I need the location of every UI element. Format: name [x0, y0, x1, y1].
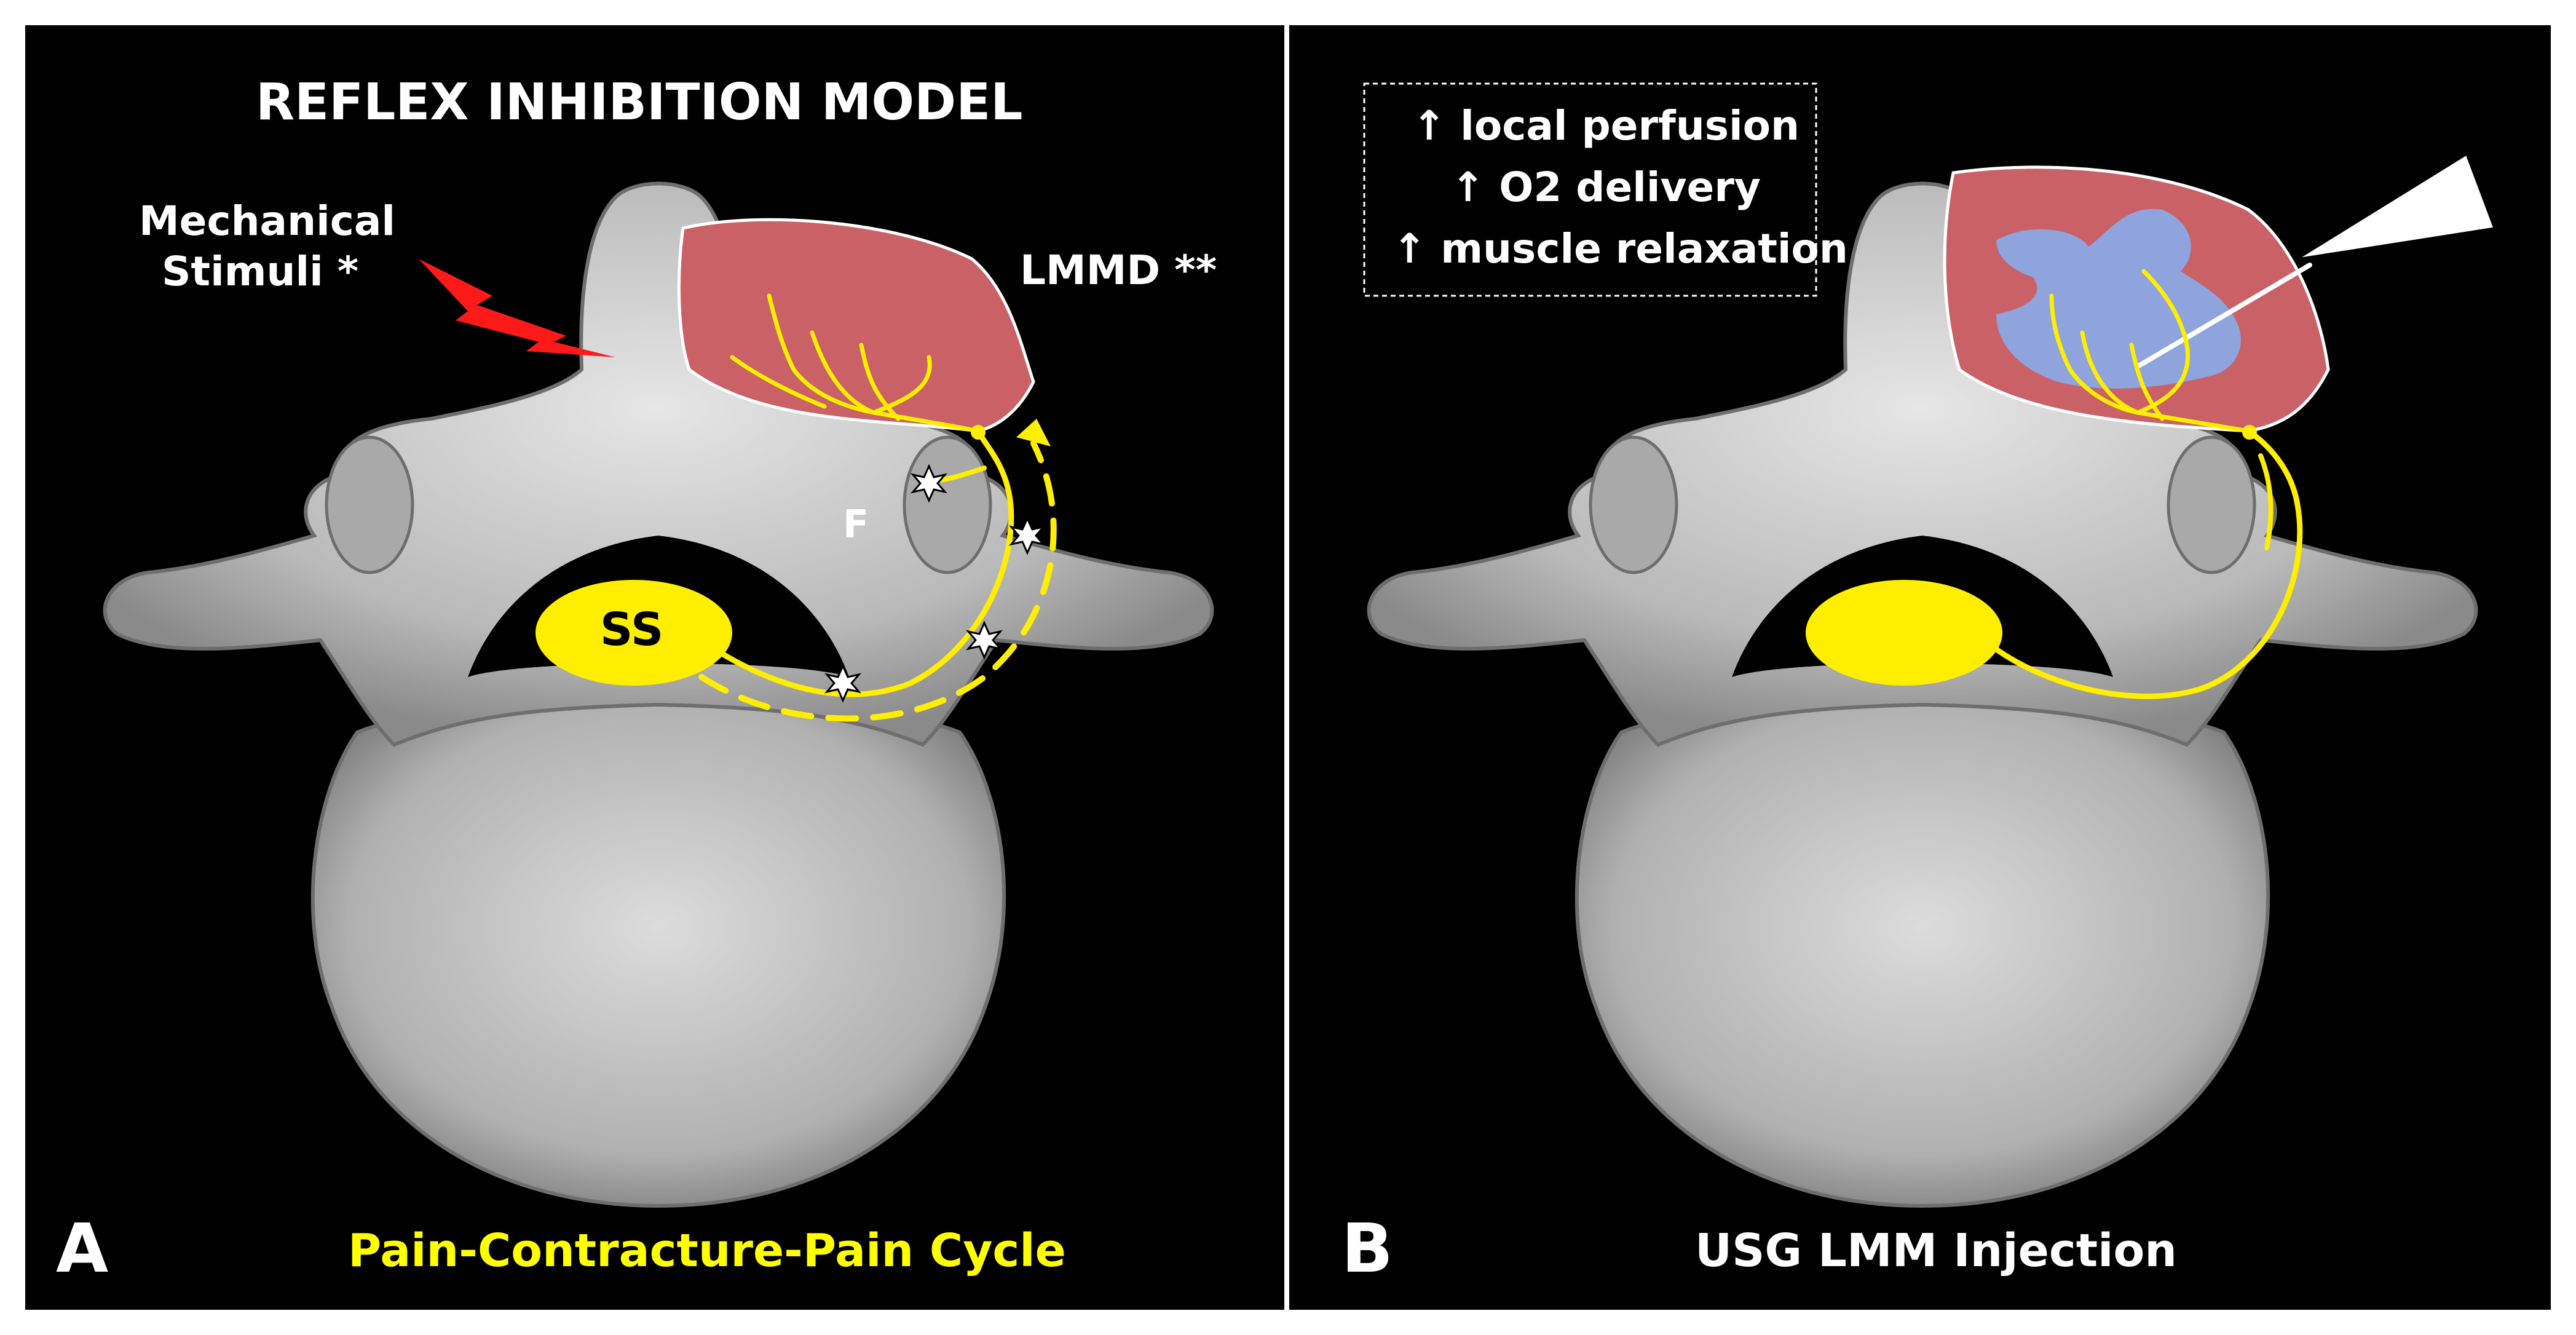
facet-left [325, 435, 414, 574]
ganglion-label: SS [600, 603, 664, 656]
panel-a: REFLEX INHIBITION MODEL Mechanical Stimu… [23, 23, 1287, 1312]
vertebral-body-b [1574, 698, 2270, 1208]
facet-left-b [1589, 435, 1678, 574]
panel-a-caption: Pain-Contracture-Pain Cycle [348, 1224, 1066, 1277]
pain-marker-3 [965, 620, 1003, 660]
panel-b-caption: USG LMM Injection [1695, 1224, 2177, 1277]
effect-line-3: ↑ muscle relaxation [1393, 225, 1848, 272]
nerve-solid [717, 428, 1014, 697]
pain-marker-2 [1008, 516, 1046, 555]
nerve-node [971, 425, 986, 440]
effect-line-2: ↑ O2 delivery [1451, 164, 1761, 211]
nerve-facet-branch-b [2258, 453, 2274, 550]
stimulus-label-line1: Mechanical [139, 197, 395, 245]
needle-hub [2297, 153, 2496, 260]
muscle-label: LMMD ** [1020, 247, 1217, 294]
panel-title: REFLEX INHIBITION MODEL [256, 73, 1023, 132]
muscle-nerve-branches [730, 293, 981, 434]
panel-b-illustration [1363, 82, 2496, 1208]
effect-line-1: ↑ local perfusion [1412, 102, 1800, 149]
nerve-node-b [2242, 425, 2257, 440]
muscle-nerve-branches-b [2049, 269, 2251, 434]
facet-label: F [843, 502, 869, 547]
ganglion-ellipse [535, 580, 732, 686]
effects-box [1363, 82, 1817, 297]
nerve-dashed [698, 440, 1057, 722]
vertebral-body [310, 698, 1006, 1208]
ganglion-ellipse-b [1806, 580, 2002, 686]
dashed-arrowhead [1016, 419, 1051, 446]
pain-marker-4 [824, 664, 862, 703]
needle-shaft [2135, 263, 2312, 369]
panel-a-illustration [103, 181, 1214, 1208]
pain-marker-1 [910, 464, 948, 503]
lightning-bolt [419, 259, 615, 357]
nerve-solid-b [1981, 428, 2303, 699]
panel-letter-a: A [56, 1209, 109, 1288]
pain-markers [824, 464, 1046, 703]
stimulus-label-line2: Stimuli * [162, 248, 359, 295]
vertebra-a [103, 181, 1214, 1208]
facet-right-b [2167, 435, 2256, 574]
panel-letter-b: B [1341, 1209, 1393, 1288]
panel-b: ↑ local perfusion ↑ O2 delivery ↑ muscle… [1287, 23, 2553, 1312]
facet-right [903, 435, 992, 574]
